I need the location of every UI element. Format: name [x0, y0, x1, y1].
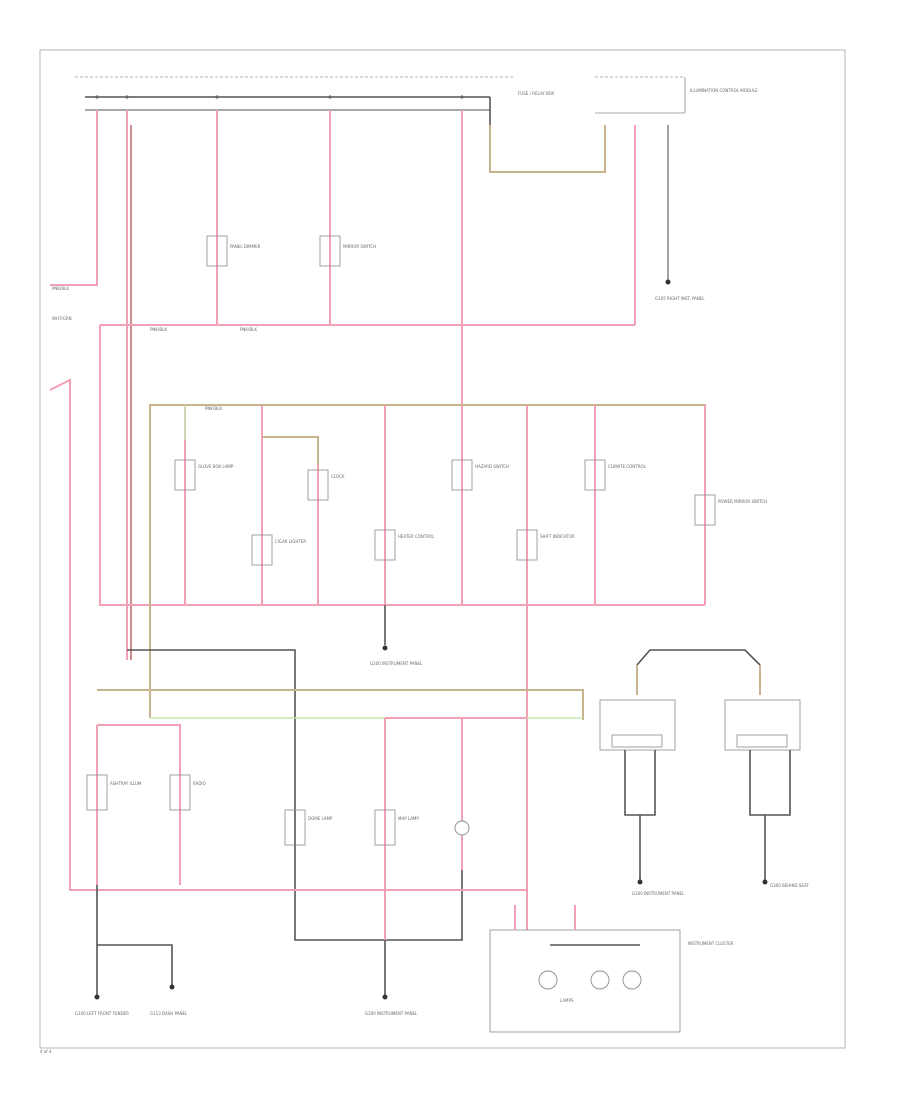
wire-fuse-to-module — [489, 125, 606, 173]
ground-right-label: G105 RIGHT INST. PANEL — [655, 296, 705, 301]
wire-gray-loop — [127, 649, 463, 941]
diagram-frame — [39, 49, 846, 1049]
wire-label-2: PNK/BLK — [240, 327, 257, 332]
comp-cigar-label: CIGAR LIGHTER — [275, 539, 306, 544]
comp-heater-label: HEATER CONTROL — [398, 534, 435, 539]
wire-bus-upper — [99, 325, 705, 606]
ground-bottom-left-label: G100 LEFT FRONT FENDER — [75, 1011, 129, 1016]
wire-note-left-2: PNK/BLK — [52, 286, 69, 291]
gnd-mid-left-label: G200 INSTRUMENT PANEL — [632, 891, 685, 896]
bus-node-4 — [328, 95, 332, 99]
gnd-mid-right-label: G300 BEHIND SEAT — [770, 883, 809, 888]
wire-left-outer-loop — [49, 378, 527, 891]
comp-dome-label: DOME LAMP — [308, 816, 333, 821]
gnd-mid-left-symbol — [637, 879, 643, 885]
bus-node-3 — [215, 95, 219, 99]
ground-right-symbol — [665, 279, 671, 285]
comp-ashtray — [86, 774, 108, 811]
comp-heater — [374, 529, 396, 561]
cluster-bulb-2 — [590, 970, 610, 990]
comp-power-mirror-label: POWER MIRROR SWITCH — [718, 499, 767, 504]
ground-bottom-left2-symbol — [169, 984, 175, 990]
comp-glove-box-label: GLOVE BOX LAMP — [198, 464, 234, 469]
cluster-bulb-3 — [622, 970, 642, 990]
ground-center-label: G200 INSTRUMENT PANEL — [370, 661, 423, 666]
dome-module-right-inner — [736, 734, 788, 748]
switch-top-b — [319, 235, 341, 267]
wire-left-a — [50, 110, 98, 286]
comp-radio — [169, 774, 191, 811]
bus-node-2 — [125, 95, 129, 99]
wire-ground-bottom-left2 — [97, 944, 173, 985]
ground-bottom-center-label: G200 INSTRUMENT PANEL — [365, 1011, 418, 1016]
wire-lower-olive — [97, 689, 584, 720]
wire-lower-pink — [97, 724, 181, 885]
cluster-lamps-label: LAMPS — [560, 998, 574, 1003]
comp-power-mirror — [694, 494, 716, 526]
comp-hazard-label: HAZARD SWITCH — [475, 464, 509, 469]
instrument-cluster-box — [489, 929, 681, 1033]
cluster-label: INSTRUMENT CLUSTER — [688, 941, 734, 946]
wire-note-left-1: WHT/GRN — [52, 316, 72, 321]
wire-olive-bus — [149, 404, 706, 718]
wire-label-1: PNK/BLK — [150, 327, 167, 332]
comp-radio-label: RADIO — [193, 781, 206, 786]
comp-shifter-label: SHIFT INDICATOR — [540, 534, 575, 539]
fuse-block-label: FUSE / RELAY BOX — [518, 91, 555, 96]
bus-node-5 — [460, 95, 464, 99]
gnd-mid-right-symbol — [762, 879, 768, 885]
ground-center-symbol — [382, 645, 388, 651]
comp-cigar — [251, 534, 273, 566]
ground-bottom-center-symbol — [382, 994, 388, 1000]
comp-clock — [307, 469, 329, 501]
comp-climate — [584, 459, 606, 491]
comp-hazard — [451, 459, 473, 491]
dome-module-right — [724, 699, 801, 751]
comp-shifter — [516, 529, 538, 561]
wire-olive-label: PNK/BLK — [205, 406, 222, 411]
comp-map-label: MAP LAMP — [398, 816, 419, 821]
dome-module-left — [599, 699, 676, 751]
illumination-module-label: ILLUMINATION CONTROL MODULE — [690, 88, 758, 93]
drop-2-olive — [262, 436, 319, 465]
bus-node-1 — [95, 95, 99, 99]
cluster-bulb-1 — [538, 970, 558, 990]
comp-clock-label: CLOCK — [331, 474, 345, 479]
switch-top-a-label: PANEL DIMMER — [230, 244, 261, 249]
page-reference: 4 of 4 — [40, 1049, 52, 1054]
ground-bottom-left2-label: G113 DASH PANEL — [150, 1011, 188, 1016]
wire-dome-right-out — [749, 750, 791, 816]
comp-glove-box — [174, 459, 196, 491]
comp-map — [374, 809, 396, 846]
wire-dome-left-out — [624, 750, 656, 816]
comp-bulb-lower — [454, 820, 470, 836]
wire-dome-arc — [636, 649, 761, 666]
switch-top-b-label: MIRROR SWITCH — [343, 244, 376, 249]
ground-bottom-left-symbol — [94, 994, 100, 1000]
comp-climate-label: CLIMATE CONTROL — [608, 464, 647, 469]
switch-top-a — [206, 235, 228, 267]
dome-module-left-inner — [611, 734, 663, 748]
comp-dome — [284, 809, 306, 846]
comp-ashtray-label: ASHTRAY ILLUM — [110, 781, 142, 786]
